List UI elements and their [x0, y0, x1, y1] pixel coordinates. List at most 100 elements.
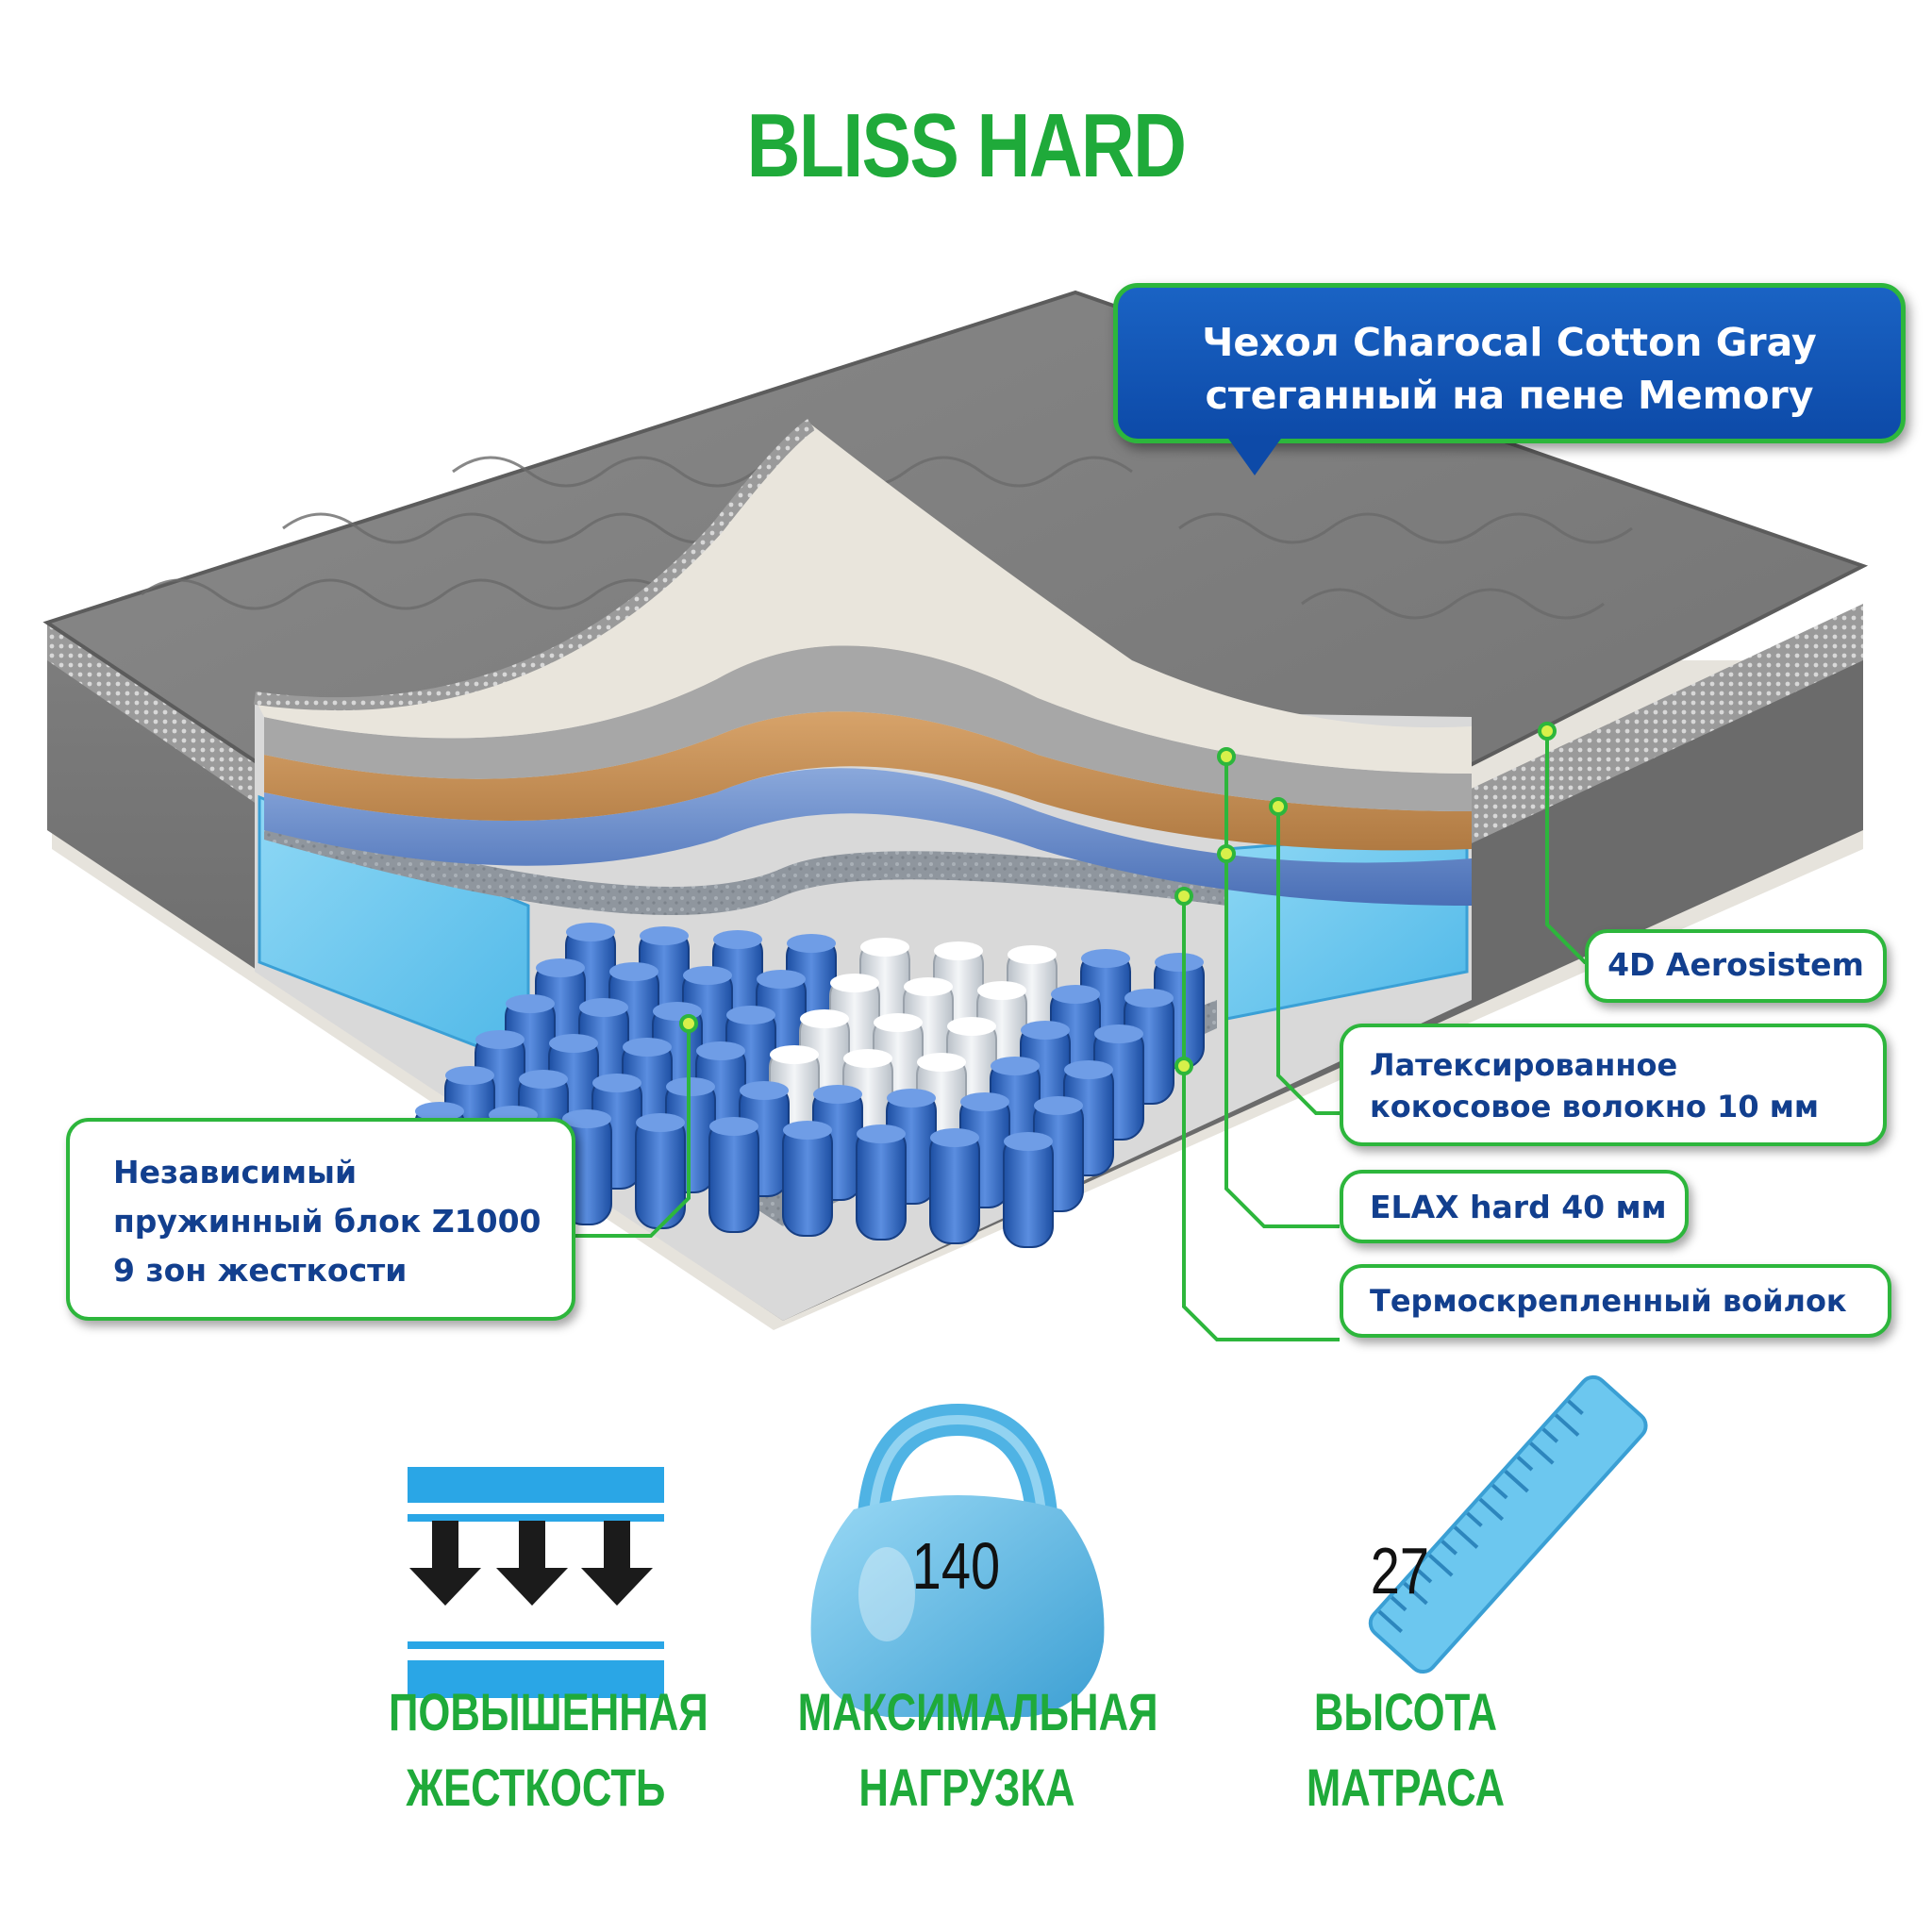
aero-callout: 4D Aerosistem	[1585, 929, 1887, 1003]
max-load-label-2: НАГРУЗКА	[858, 1757, 1075, 1817]
memory-foam-layer	[264, 645, 1472, 811]
firmness-arrows-icon	[408, 1467, 664, 1698]
pocket-spring-top	[740, 1081, 789, 1100]
ruler-tick	[1390, 1595, 1407, 1612]
ruler-tick	[1415, 1568, 1433, 1584]
ruler-tick	[1478, 1497, 1505, 1522]
pocket-spring-top	[623, 1038, 672, 1057]
pocket-spring-top	[857, 1124, 906, 1143]
springs-label-3: 9 зон жесткости	[113, 1252, 408, 1289]
page-title: BLISS HARD	[746, 95, 1187, 196]
ruler-tick	[1403, 1581, 1428, 1606]
leader-dots	[679, 722, 1557, 1075]
pocket-spring-top	[713, 930, 762, 949]
pocket-spring-top	[1008, 945, 1057, 964]
pocket-spring-top	[1155, 953, 1204, 972]
elax-layer	[264, 768, 1472, 906]
pocket-spring-top	[1094, 1024, 1143, 1043]
pocket-spring-top	[475, 1030, 525, 1049]
ruler-tick	[1554, 1413, 1580, 1437]
max-load-value: 140	[911, 1529, 1001, 1603]
felt-layer	[264, 811, 1226, 915]
pocket-spring-top	[904, 977, 953, 996]
firmness-label-2: ЖЕСТКОСТЬ	[406, 1757, 666, 1817]
pocket-spring-top	[549, 1034, 598, 1053]
cover-callout: Чехол Charocal Cotton Gray стеганный на …	[1113, 283, 1906, 443]
pocket-spring-top	[757, 970, 806, 989]
pocket-spring-top	[887, 1089, 936, 1108]
pocket-spring-top	[519, 1070, 568, 1089]
pocket-spring-top	[1064, 1060, 1113, 1079]
cover-callout-tail	[1226, 436, 1283, 475]
pocket-spring-top	[843, 1049, 892, 1068]
pocket-spring-top	[1051, 985, 1100, 1004]
pocket-spring-top	[609, 962, 658, 981]
pocket-spring-top	[917, 1053, 966, 1072]
pocket-spring-top	[783, 1121, 832, 1140]
ruler-tick	[1453, 1525, 1479, 1549]
ruler-tick	[1377, 1609, 1404, 1633]
pocket-spring-top	[1034, 1096, 1083, 1115]
pocket-spring-top	[709, 1117, 758, 1136]
springs-callout: Независимый пружинный блок Z1000 9 зон ж…	[66, 1118, 575, 1321]
pocket-spring-top	[445, 1066, 494, 1085]
peeled-cover-underside	[255, 425, 1472, 774]
height-value: 27	[1370, 1534, 1430, 1607]
pocket-spring-top	[800, 1009, 849, 1028]
pocket-spring-top	[562, 1109, 611, 1128]
pocket-spring-top	[860, 938, 909, 957]
pocket-spring-top	[1004, 1132, 1053, 1151]
pocket-spring-top	[579, 998, 628, 1017]
cover-line-2: стеганный на пене Memory	[1205, 373, 1814, 418]
pocket-spring-top	[566, 923, 615, 941]
pocket-spring-top	[991, 1057, 1040, 1075]
ruler-icon	[1368, 1374, 1648, 1674]
coir-label-1: Латексированное	[1370, 1047, 1678, 1083]
felt-callout: Термоскрепленный войлок	[1340, 1264, 1891, 1338]
pocket-spring-top	[1124, 989, 1174, 1008]
coir-layer	[264, 711, 1472, 851]
pocket-spring-top	[696, 1041, 745, 1060]
kettlebell-icon	[810, 1403, 1105, 1717]
pocket-spring-top	[813, 1085, 862, 1104]
ruler-tick	[1504, 1469, 1529, 1493]
height-label: ВЫСОТА МАТРАСА	[1280, 1674, 1530, 1825]
firmness-label: ПОВЫШЕННАЯ ЖЕСТКОСТЬ	[389, 1674, 708, 1825]
ruler-tick	[1567, 1399, 1584, 1416]
ruler-tick	[1428, 1554, 1454, 1577]
coir-label-2: кокосовое волокно 10 мм	[1370, 1089, 1820, 1124]
pocket-spring-top	[830, 974, 879, 992]
peeled-cover-edge	[254, 419, 816, 711]
ruler-tick	[1541, 1427, 1559, 1443]
felt-label: Термоскрепленный войлок	[1370, 1283, 1847, 1319]
max-load-label: МАКСИМАЛЬНАЯ НАГРУЗКА	[797, 1674, 1158, 1825]
pocket-spring-top	[787, 934, 836, 953]
pocket-spring-top	[1081, 949, 1130, 968]
cover-line-1: Чехол Charocal Cotton Gray	[1202, 320, 1817, 365]
pocket-spring-top	[683, 966, 732, 985]
pocket-spring-top	[770, 1045, 819, 1064]
pocket-spring-top	[1021, 1021, 1070, 1040]
pocket-spring-top	[947, 1017, 996, 1036]
max-load-label-1: МАКСИМАЛЬНАЯ	[797, 1682, 1158, 1741]
height-label-1: ВЫСОТА	[1313, 1682, 1498, 1741]
firmness-label-1: ПОВЫШЕННАЯ	[389, 1682, 708, 1741]
pocket-spring-top	[874, 1013, 923, 1032]
ruler-tick	[1491, 1483, 1508, 1500]
pocket-spring-top	[977, 981, 1026, 1000]
pocket-spring-top	[592, 1074, 641, 1092]
pocket-spring-top	[506, 994, 555, 1013]
pocket-spring-top	[640, 926, 689, 945]
coir-callout: Латексированное кокосовое волокно 10 мм	[1340, 1024, 1887, 1146]
springs-label-2: пружинный блок Z1000	[113, 1203, 541, 1240]
pocket-spring-top	[930, 1128, 979, 1147]
ruler-tick	[1516, 1456, 1534, 1472]
height-label-2: МАТРАСА	[1306, 1757, 1506, 1817]
ruler-tick	[1466, 1511, 1483, 1527]
aero-label: 4D Aerosistem	[1607, 946, 1864, 983]
pocket-spring-top	[960, 1092, 1009, 1111]
ruler-tick	[1441, 1540, 1458, 1556]
pocket-spring-top	[415, 1102, 464, 1121]
pocket-spring-top	[536, 958, 585, 977]
